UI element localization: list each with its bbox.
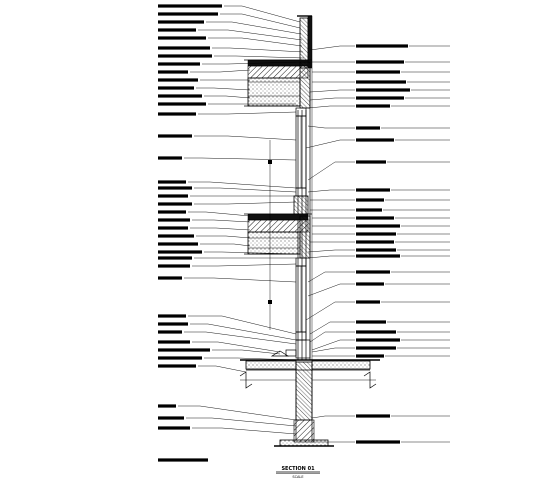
left-annotation-leaders [158,4,305,462]
annotation-label-bar [356,208,382,212]
annotation-label-bar [356,282,384,286]
annotation-label-bar [158,36,206,40]
annotation-label-bar [158,78,198,82]
annotation-label-bar [158,416,184,420]
annotation-label-bar [158,94,202,98]
annotation-label-bar [356,44,408,48]
annotation-label-bar [356,160,386,164]
title-block: SECTION 01 SCALE [276,466,320,479]
upper-floor-slab [244,59,312,109]
annotation-label-bar [356,338,400,342]
annotation-label-bar [356,354,384,358]
annotation-label-bar [356,216,394,220]
annotation-label-bar [158,156,182,160]
annotation-label-bar [356,224,400,228]
annotation-label-bar [158,426,190,430]
right-annotation-leaders [305,44,450,444]
annotation-label-bar [356,70,400,74]
annotation-label-bar [158,102,206,106]
annotation-label-bar [356,126,380,130]
annotation-label-bar [158,314,186,318]
annotation-label-bar [356,414,390,418]
annotation-label-bar [158,20,204,24]
annotation-label-bar [158,348,210,352]
annotation-label-bar [356,254,400,258]
drawing-subtitle: SCALE [292,475,303,479]
annotation-label-bar [356,96,404,100]
annotation-label-bar [158,242,198,246]
annotation-label-bar [158,250,202,254]
annotation-label-bar [158,226,188,230]
annotation-label-bar [356,320,386,324]
annotation-label-bar [356,80,406,84]
annotation-label-bar [356,346,396,350]
annotation-label-bar [158,86,194,90]
annotation-label-bar [158,186,192,190]
annotation-label-bar [356,198,384,202]
annotation-label-bar [356,188,390,192]
annotation-label-bar [356,88,410,92]
annotation-label-bar [158,202,192,206]
annotation-label-bar [158,218,190,222]
annotation-label-bar [158,62,200,66]
annotation-label-bar [158,458,208,462]
annotation-label-bar [158,330,182,334]
annotation-label-bar [158,404,176,408]
annotation-label-bar [356,240,394,244]
annotation-label-bar [158,70,188,74]
annotation-label-bar [158,264,190,268]
annotation-label-bar [158,276,182,280]
annotation-label-bar [158,180,186,184]
upper-window [295,107,307,197]
annotation-label-bar [356,440,400,444]
annotation-label-bar [158,364,196,368]
annotation-label-bar [158,112,196,116]
annotation-label-bar [158,194,188,198]
annotation-label-bar [158,234,194,238]
vertical-dimension [268,140,272,330]
annotation-label-bar [356,104,390,108]
annotation-label-bar [356,248,396,252]
annotation-label-bar [356,300,380,304]
annotation-label-bar [158,256,192,260]
annotation-label-bar [356,232,396,236]
annotation-label-bar [158,356,202,360]
annotation-label-bar [158,340,190,344]
annotation-label-bar [356,60,404,64]
annotation-label-bar [158,4,222,8]
foundation-wall [274,361,334,447]
annotation-label-bar [158,28,196,32]
annotation-label-bar [158,322,188,326]
annotation-label-bar [158,134,192,138]
annotation-label-bar [356,138,394,142]
annotation-label-bar [158,210,186,214]
annotation-label-bar [158,12,218,16]
lower-window [295,257,307,341]
drawing-title: SECTION 01 [281,466,315,472]
annotation-label-bar [356,270,390,274]
middle-floor-slab [244,195,312,259]
annotation-label-bar [356,330,396,334]
annotation-label-bar [158,46,210,50]
annotation-label-bar [158,54,212,58]
